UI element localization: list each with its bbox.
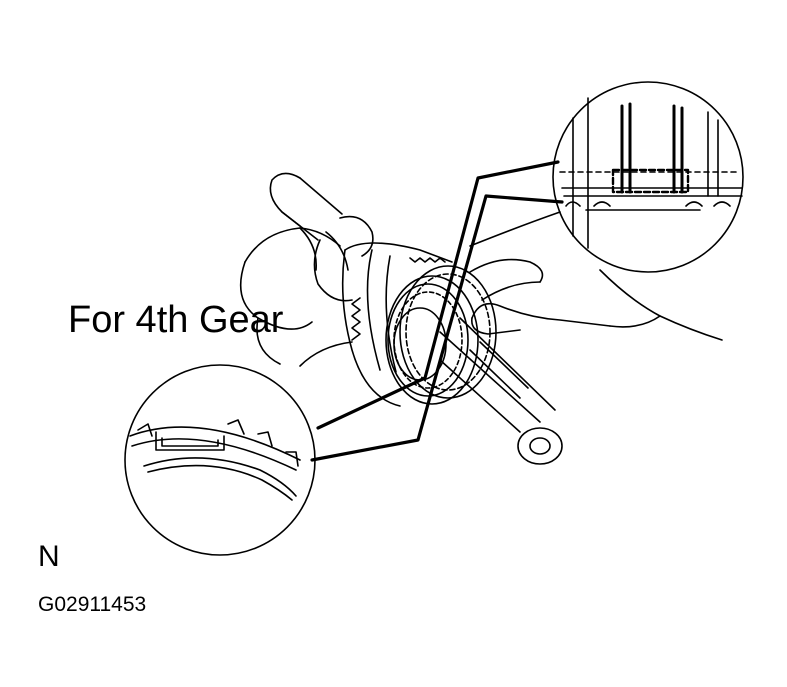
leader-lines — [310, 160, 564, 462]
detail-circle-top-right — [552, 81, 744, 273]
right-hand-illustration — [469, 211, 723, 341]
output-shaft — [439, 317, 563, 465]
detail-circle-bottom-left — [124, 364, 316, 556]
figure-code: G02911453 — [38, 593, 147, 616]
orientation-label: N — [38, 540, 60, 573]
gear-label: For 4th Gear — [68, 299, 284, 341]
left-hand-illustration — [239, 172, 374, 367]
